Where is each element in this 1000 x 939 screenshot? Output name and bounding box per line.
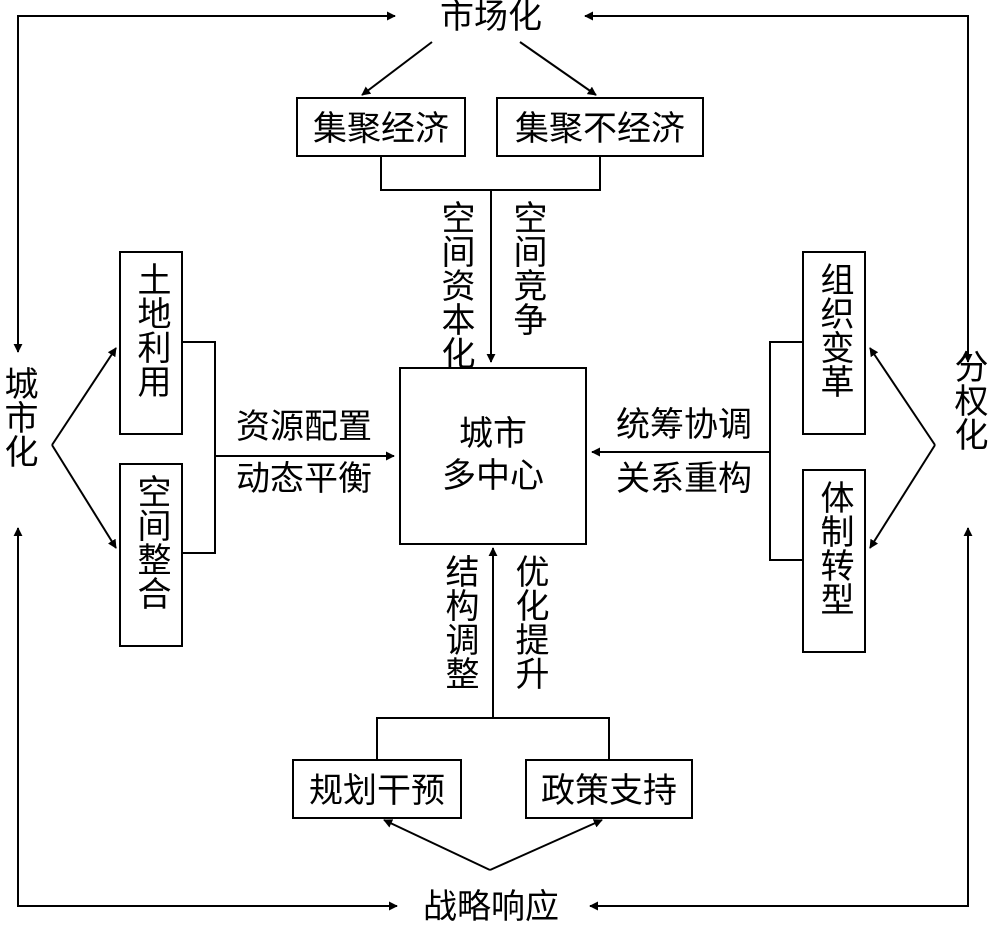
- top-bracket: [380, 156, 601, 363]
- box-agglomeration-economy-label: 集聚经济: [313, 109, 449, 149]
- box-land-use: 土地利用: [119, 251, 183, 435]
- label-structural-adjustment: 结构调整: [439, 554, 479, 690]
- box-institutional-transformation: 体制转型: [802, 469, 866, 653]
- bottom-bracket: [376, 547, 610, 760]
- label-resource-allocation: 资源配置: [236, 407, 372, 447]
- right-bracket: [591, 341, 803, 561]
- box-land-use-label: 土地利用: [131, 262, 171, 398]
- label-dynamic-balance: 动态平衡: [236, 459, 372, 499]
- label-strategic-response: 战略响应: [423, 887, 559, 927]
- box-organizational-change: 组织变革: [802, 251, 866, 435]
- label-decentralization: 分权化: [948, 349, 988, 451]
- center-label-line2: 多中心: [442, 456, 544, 496]
- box-institutional-transformation-label: 体制转型: [814, 480, 854, 616]
- label-marketization: 市场化: [440, 0, 542, 37]
- label-spatial-capitalization: 空间资本化: [435, 200, 475, 370]
- box-organizational-change-label: 组织变革: [814, 262, 854, 398]
- label-optimization-upgrade: 优化提升: [509, 554, 549, 690]
- box-spatial-integration-label: 空间整合: [131, 474, 171, 610]
- center-label-line1: 城市: [459, 414, 527, 454]
- label-relationship-reconstruction: 关系重构: [616, 459, 752, 499]
- label-urbanization: 城市化: [0, 366, 38, 468]
- box-spatial-integration: 空间整合: [119, 463, 183, 647]
- box-agglomeration-economy: 集聚经济: [296, 97, 466, 157]
- box-planning-intervention-label: 规划干预: [309, 771, 445, 811]
- fan-arrows: [51, 41, 936, 871]
- left-bracket: [182, 341, 395, 554]
- center-box-polycentric-city: 城市 多中心: [399, 367, 587, 545]
- outer-frame-connectors: [13, 11, 973, 911]
- label-overall-coordination: 统筹协调: [616, 405, 752, 445]
- label-spatial-competition: 空间竞争: [507, 200, 547, 336]
- box-agglomeration-diseconomy-label: 集聚不经济: [515, 109, 685, 149]
- box-policy-support: 政策支持: [525, 759, 693, 819]
- box-policy-support-label: 政策支持: [541, 771, 677, 811]
- box-agglomeration-diseconomy: 集聚不经济: [496, 97, 704, 157]
- box-planning-intervention: 规划干预: [292, 759, 462, 819]
